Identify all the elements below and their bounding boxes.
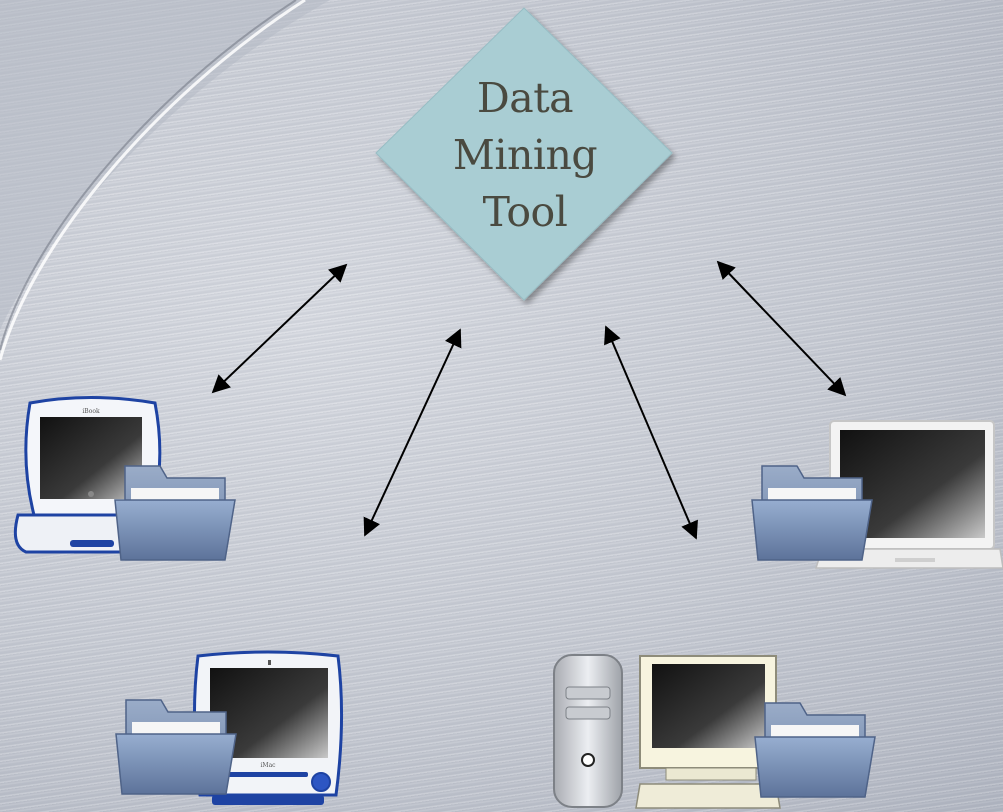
arrow-powermac	[604, 325, 698, 540]
arrow-imac	[363, 328, 462, 537]
connector-arrows	[211, 260, 847, 540]
hub-label-line-1: Data	[476, 74, 574, 122]
arrow-ibook	[211, 263, 348, 394]
ibook-brand-label: iBook	[82, 408, 100, 415]
imac-brand-label: iMac	[261, 762, 277, 769]
crt-monitor-icon	[635, 655, 781, 809]
folder-icon	[114, 465, 236, 561]
arrow-powerbook	[716, 260, 847, 397]
powermac-tower-icon	[553, 654, 623, 808]
data-mining-tool-diamond	[375, 7, 673, 301]
hub-label-line-3: Tool	[482, 188, 568, 236]
folder-icon	[115, 699, 237, 795]
folder-icon	[751, 465, 873, 561]
data-mining-tool-label: Data Mining Tool	[420, 70, 630, 241]
folder-icon	[754, 702, 876, 798]
hub-label-line-2: Mining	[452, 131, 598, 179]
